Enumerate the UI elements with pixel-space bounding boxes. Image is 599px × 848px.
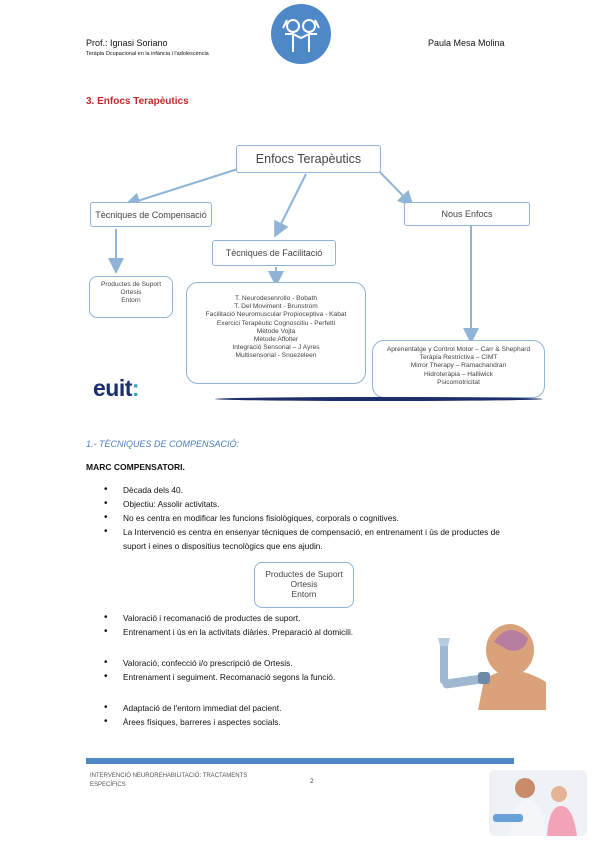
footer-bar xyxy=(86,758,514,764)
prosthetic-arm-illustration xyxy=(428,620,556,710)
marc-compensatori-heading: MARC COMPENSATORI. xyxy=(86,462,185,472)
list-item: Entrenament i ús en la activitats diàrie… xyxy=(104,625,414,639)
new-approaches-box: Nous Enfocs xyxy=(404,202,530,226)
facilitation-item: T. Neurodesenrollo - Bobath xyxy=(234,295,318,302)
compensation-item: Entorn xyxy=(121,297,141,305)
bullet-list-support-products: Valoració i recomanació de productes de … xyxy=(104,611,414,639)
support-item: Productes de Suport xyxy=(265,569,343,579)
compensation-box: Tècniques de Compensació xyxy=(90,202,212,227)
new-approaches-label: Nous Enfocs xyxy=(441,209,493,219)
list-item: Adaptació de l'entorn immediat del pacie… xyxy=(104,701,414,715)
facilitation-item: Integració Sensorial – J Ayres xyxy=(232,344,320,352)
list-item: Valoració, confecció i/o prescripció de … xyxy=(104,656,414,670)
footer-text: INTERVENCIÓ NEUROREHABILITACIÓ: TRACTAME… xyxy=(90,772,247,790)
bullet-text: Valoració, confecció i/o prescripció de … xyxy=(123,658,293,668)
bullet-text: Adaptació de l'entorn immediat del pacie… xyxy=(123,703,282,713)
list-item: Dècada dels 40. xyxy=(104,483,504,497)
children-logo-icon xyxy=(271,4,331,64)
bullet-text: Valoració i recomanació de productes de … xyxy=(123,613,301,623)
new-approaches-items-box: Aprenentatge y Control Motor – Carr & Sh… xyxy=(372,340,545,398)
facilitation-items-box: T. Neurodesenrollo - Bobath T. Del Movim… xyxy=(186,282,366,384)
header-left: Prof.: Ignasi Soriano Teràpia Ocupaciona… xyxy=(86,38,209,57)
facilitation-item: T. Del Moviment - Brunstrom xyxy=(234,303,318,311)
diagram-root-box: Enfocs Terapèutics xyxy=(236,145,381,173)
bullet-text: Dècada dels 40. xyxy=(123,485,183,495)
list-item: Àrees físiques, barreres i aspectes soci… xyxy=(104,715,414,729)
footer-line-1: INTERVENCIÓ NEUROREHABILITACIÓ: TRACTAME… xyxy=(90,773,248,779)
arrow-to-compensation xyxy=(124,167,242,208)
euit-logo: euit: xyxy=(93,375,140,402)
diagram-root-label: Enfocs Terapèutics xyxy=(255,152,362,166)
list-item: Objectiu: Assolir activitats. xyxy=(104,497,504,511)
bullet-list-orthoses: Valoració, confecció i/o prescripció de … xyxy=(104,656,414,684)
support-item: Ortesis xyxy=(290,579,318,589)
footer-line-2: ESPECÍFICS xyxy=(90,782,126,788)
new-approach-item: Hidroteràpia – Halliwick xyxy=(424,370,493,378)
page-number: 2 xyxy=(310,778,314,785)
compensation-label: Tècniques de Compensació xyxy=(95,209,207,220)
student-name: Paula Mesa Molina xyxy=(428,38,505,48)
compensation-item: Ortesis xyxy=(120,289,142,297)
facilitation-label: Tècniques de Facilitació xyxy=(225,248,323,258)
list-item: Entrenament i seguiment. Recomanació seg… xyxy=(104,670,414,684)
new-approach-item: Aprenentatge y Control Motor – Carr & Sh… xyxy=(386,346,531,353)
arrow-to-new xyxy=(375,167,414,207)
new-approach-item: Teràpia Restrictiva – CIMT xyxy=(419,354,498,362)
diagram-arrows xyxy=(108,167,479,344)
list-item: No es centra en modificar les funcions f… xyxy=(104,511,504,525)
arrow-to-facilitation xyxy=(274,173,307,238)
bullet-list-environment: Adaptació de l'entorn immediat del pacie… xyxy=(104,701,414,729)
list-item: La Intervenció es centra en ensenyar tèc… xyxy=(104,525,504,553)
bullet-text: Entrenament i seguiment. Recomanació seg… xyxy=(123,672,336,682)
facilitation-item: Exercici Terapèutic Cognoscitiu - Perfet… xyxy=(216,319,336,327)
euit-logo-accent: : xyxy=(131,375,140,401)
section-title: 3. Enfocs Terapèutics xyxy=(86,96,189,107)
therapy-photo xyxy=(489,770,587,836)
list-item: Valoració i recomanació de productes de … xyxy=(104,611,414,625)
bullet-text: Objectiu: Assolir activitats. xyxy=(123,499,220,509)
new-approach-item: Mirror Therapy – Ramachandran xyxy=(410,362,507,370)
new-approach-item: Psicomotricitat xyxy=(437,378,480,386)
therapeutic-approaches-diagram: Enfocs Terapèutics Tècniques de Compensa… xyxy=(86,140,546,405)
subheading-compensation: 1.- TÈCNIQUES DE COMPENSACIÓ: xyxy=(86,439,240,449)
facilitation-item: Mètode Vojta xyxy=(256,327,296,335)
bullet-text: No es centra en modificar les funcions f… xyxy=(123,513,399,523)
facilitation-item: Facilitació Neuromuscular Propioceptiva … xyxy=(205,311,347,319)
bullet-text: La Intervenció es centra en ensenyar tèc… xyxy=(123,527,500,551)
facilitation-item: Multisensorial - Snoezeleen xyxy=(235,352,317,360)
facilitation-item: Mètode Affolter xyxy=(253,336,299,344)
support-item: Entorn xyxy=(291,589,317,599)
bullet-text: Àrees físiques, barreres i aspectes soci… xyxy=(123,717,281,727)
bullet-list-intro: Dècada dels 40. Objectiu: Assolir activi… xyxy=(104,483,504,553)
facilitation-box: Tècniques de Facilitació xyxy=(212,240,336,266)
compensation-item: Productes de Suport xyxy=(100,281,162,288)
support-products-box: Productes de Suport Ortesis Entorn xyxy=(254,562,354,608)
bullet-text: Entrenament i ús en la activitats diàrie… xyxy=(123,627,354,637)
euit-logo-text: euit xyxy=(93,375,132,401)
decorative-bar xyxy=(215,397,543,401)
course-name: Teràpia Ocupacional en la infància i l'a… xyxy=(86,51,209,57)
compensation-items-box: Productes de Suport Ortesis Entorn xyxy=(89,276,173,318)
author: Prof.: Ignasi Soriano xyxy=(86,38,168,48)
